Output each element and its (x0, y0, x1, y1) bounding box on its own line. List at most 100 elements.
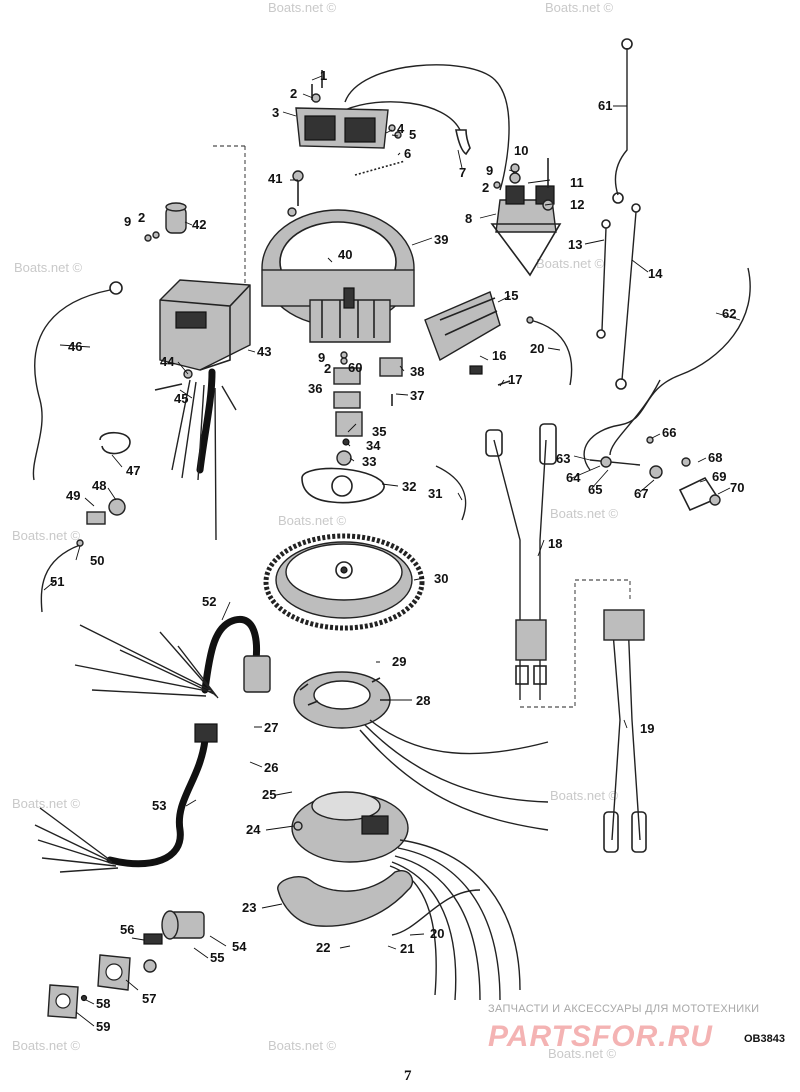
callout-43: 43 (257, 344, 271, 359)
callout-38: 38 (410, 364, 424, 379)
callout-69: 69 (712, 469, 726, 484)
wiring-harness-52 (74, 615, 271, 699)
callout-30: 30 (434, 571, 448, 586)
callout-25: 25 (262, 787, 276, 802)
callout-41: 41 (268, 171, 282, 186)
callout-58: 58 (96, 996, 110, 1011)
ad-banner[interactable]: ЗАПЧАСТИ И АКСЕССУАРЫ ДЛЯ МОТОТЕХНИКИ PA… (488, 1003, 759, 1053)
timer-base (291, 791, 409, 863)
callout-2: 2 (324, 361, 331, 376)
callout-8: 8 (465, 211, 472, 226)
flywheel (263, 533, 425, 631)
callout-9: 9 (318, 350, 325, 365)
callout-31: 31 (428, 486, 442, 501)
watermark: Boats.net © (550, 788, 619, 803)
callout-21: 21 (400, 941, 414, 956)
callout-51: 51 (50, 574, 64, 589)
watermark: Boats.net © (548, 1046, 617, 1061)
callout-35: 35 (372, 424, 386, 439)
callout-40: 40 (338, 247, 352, 262)
ad-tagline: ЗАПЧАСТИ И АКСЕССУАРЫ ДЛЯ МОТОТЕХНИКИ (488, 1003, 759, 1015)
callout-6: 6 (404, 146, 411, 161)
callout-47: 47 (126, 463, 140, 478)
callout-13: 13 (568, 237, 582, 252)
callout-2: 2 (138, 210, 145, 225)
callout-37: 37 (410, 388, 424, 403)
callout-49: 49 (66, 488, 80, 503)
starter-solenoid (490, 158, 562, 277)
ad-brand[interactable]: PARTSFOR.RU (488, 1020, 713, 1053)
watermark: Boats.net © (536, 256, 605, 271)
callout-19: 19 (640, 721, 654, 736)
watermark: Boats.net © (278, 513, 347, 528)
watermark: Boats.net © (12, 796, 81, 811)
watermark: Boats.net © (550, 506, 619, 521)
callout-50: 50 (90, 553, 104, 568)
callout-11: 11 (570, 175, 584, 190)
watermark-layer: Boats.net © Boats.net © Boats.net © Boat… (12, 0, 619, 1061)
callout-24: 24 (246, 822, 261, 837)
watermark: Boats.net © (545, 0, 614, 15)
diagram-code: OB3843 (744, 1033, 785, 1045)
callout-55: 55 (210, 950, 224, 965)
callout-17: 17 (508, 372, 522, 387)
stator-ring (261, 207, 415, 343)
watermark: Boats.net © (268, 0, 337, 15)
callout-2: 2 (290, 86, 297, 101)
callout-15: 15 (504, 288, 518, 303)
callout-29: 29 (392, 654, 406, 669)
watermark: Boats.net © (12, 528, 81, 543)
callout-62: 62 (722, 306, 736, 321)
callout-42: 42 (192, 217, 206, 232)
callout-48: 48 (92, 478, 106, 493)
callout-67: 67 (634, 486, 648, 501)
switch-box (159, 279, 251, 541)
callout-61: 61 (598, 98, 612, 113)
leader-lines (43, 75, 741, 1027)
callout-33: 33 (362, 454, 376, 469)
page-number: 7 (404, 1068, 412, 1084)
callout-26: 26 (264, 760, 278, 775)
stator-coil (293, 671, 391, 729)
key-switch (143, 910, 205, 973)
callout-18: 18 (548, 536, 562, 551)
wiring-harness-53 (34, 723, 218, 873)
watermark: Boats.net © (14, 260, 83, 275)
callout-66: 66 (662, 425, 676, 440)
callout-32: 32 (402, 479, 416, 494)
callout-9: 9 (486, 163, 493, 178)
callout-20: 20 (530, 341, 544, 356)
callout-1: 1 (320, 68, 327, 83)
callout-63: 63 (556, 451, 570, 466)
callout-64: 64 (566, 470, 581, 485)
callout-23: 23 (242, 900, 256, 915)
callout-54: 54 (232, 939, 247, 954)
callout-10: 10 (514, 143, 528, 158)
callout-labels: 1 2 3 4 5 6 7 8 9 10 2 11 12 13 14 15 16… (50, 68, 744, 1034)
callout-60: 60 (348, 360, 362, 375)
callout-5: 5 (409, 127, 416, 142)
callout-59: 59 (96, 1019, 110, 1034)
callout-39: 39 (434, 232, 448, 247)
callout-34: 34 (366, 438, 381, 453)
callout-56: 56 (120, 922, 134, 937)
watermark: Boats.net © (12, 1038, 81, 1053)
watermark: Boats.net © (268, 1038, 337, 1053)
callout-44: 44 (160, 354, 175, 369)
parts-drawing (32, 38, 751, 1019)
callout-53: 53 (152, 798, 166, 813)
callout-7: 7 (459, 165, 466, 180)
callout-36: 36 (308, 381, 322, 396)
callout-28: 28 (416, 693, 430, 708)
callout-16: 16 (492, 348, 506, 363)
coil-part (144, 202, 187, 242)
callout-45: 45 (174, 391, 188, 406)
callout-52: 52 (202, 594, 216, 609)
callout-68: 68 (708, 450, 722, 465)
callout-22: 22 (316, 940, 330, 955)
callout-3: 3 (272, 105, 279, 120)
callout-70: 70 (730, 480, 744, 495)
callout-27: 27 (264, 720, 278, 735)
callout-14: 14 (648, 266, 663, 281)
